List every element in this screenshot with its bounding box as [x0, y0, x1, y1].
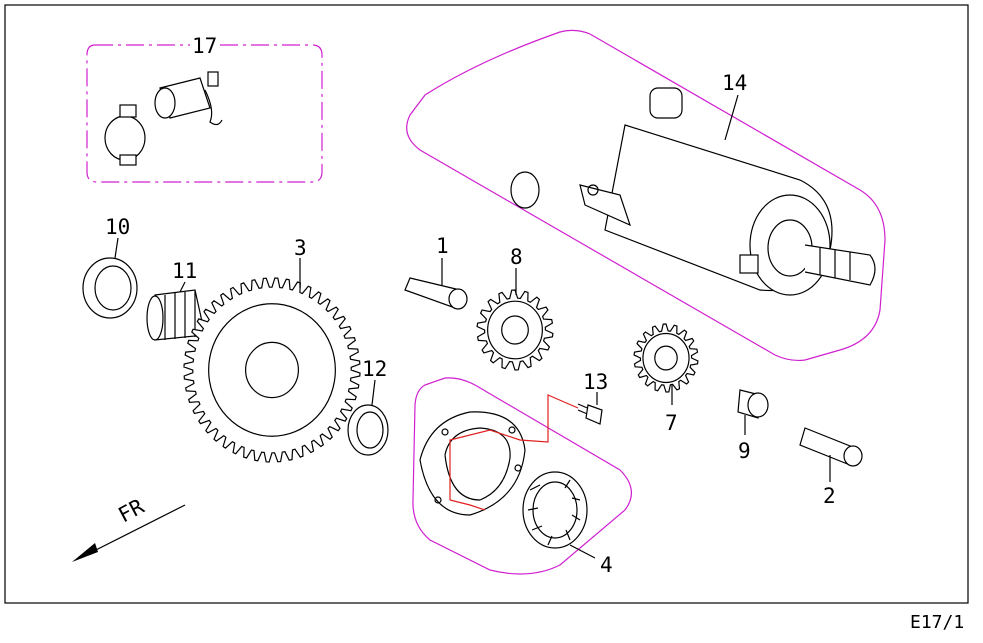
part-10-ring: [82, 237, 138, 319]
part-8-gear: [476, 289, 554, 371]
label-4: 4: [600, 553, 613, 577]
gear-ring: [208, 303, 336, 437]
label-10: 10: [105, 215, 130, 239]
gear-ring: [501, 315, 529, 345]
assembly-path-line-2: [449, 499, 486, 511]
part-9-collar: [737, 389, 769, 435]
part-1-pin: [404, 258, 468, 310]
part-13-bolt: [577, 392, 603, 425]
group-4-outline: [412, 377, 632, 575]
gear-ring: [642, 332, 690, 384]
label-7: 7: [665, 411, 678, 435]
diagram-code: E17/1: [910, 612, 965, 633]
part-4-one-way-clutch: [419, 411, 596, 559]
gear-ring: [487, 300, 543, 360]
part-7-gear: [633, 323, 699, 393]
label-17: 17: [192, 34, 217, 58]
part-17-sensor: [104, 71, 223, 166]
front-direction-arrow: FR: [72, 494, 186, 562]
part-11-needle-bearing: [146, 281, 206, 341]
label-9: 9: [738, 439, 751, 463]
label-12: 12: [362, 357, 387, 381]
label-11: 11: [172, 259, 197, 283]
gear-ring: [654, 345, 678, 371]
leader-line-14: [724, 94, 739, 141]
part-2-pin: [799, 427, 863, 482]
group-17-outline: [86, 44, 323, 183]
part-12-ring: [347, 379, 389, 456]
label-14: 14: [722, 71, 747, 95]
label-13: 13: [583, 370, 608, 394]
label-2: 2: [823, 484, 836, 508]
label-8: 8: [510, 245, 523, 269]
gear-teeth: [476, 289, 554, 371]
diagram-border: [4, 4, 969, 604]
gear-ring: [245, 341, 300, 399]
assembly-path-line: [449, 394, 579, 500]
part-3-gear: [183, 277, 361, 463]
label-1: 1: [436, 234, 449, 258]
part-14-starter-motor: [459, 80, 876, 296]
gear-teeth: [183, 277, 361, 463]
fr-label: FR: [114, 494, 148, 527]
gear-teeth: [633, 323, 699, 393]
group-14-outline: [406, 29, 886, 362]
label-3: 3: [294, 236, 307, 260]
